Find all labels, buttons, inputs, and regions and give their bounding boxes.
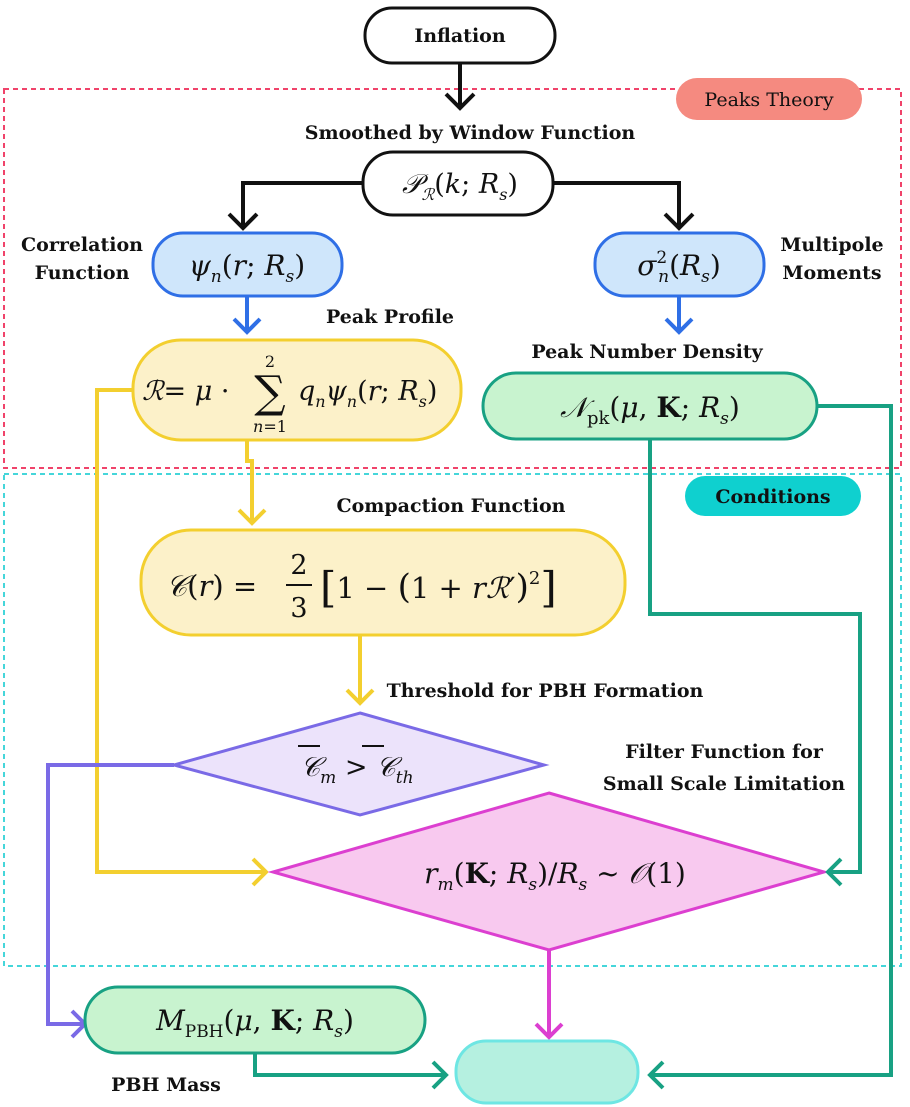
peak-profile-formula: ℛ= μ · bbox=[142, 376, 230, 407]
sum-lower-limit: n=1 bbox=[253, 417, 287, 436]
smoothed-label: Smoothed by Window Function bbox=[305, 122, 636, 144]
arrow-power-to-correlation bbox=[241, 181, 363, 225]
arrowhead-filter-teal bbox=[825, 857, 843, 887]
peak-profile-terms: qnψn(r; Rs) bbox=[298, 376, 437, 411]
compaction-formula-left: 𝒞(r) = bbox=[166, 569, 257, 603]
compaction-fraction-den: 3 bbox=[290, 593, 307, 624]
peak-profile-label: Peak Profile bbox=[326, 306, 454, 328]
threshold-decision bbox=[168, 711, 550, 817]
peaks-theory-title: Peaks Theory bbox=[704, 89, 833, 111]
arrowhead-result-right bbox=[647, 1060, 665, 1090]
arrowhead-multipole bbox=[663, 212, 695, 231]
correlation-label-line1: Correlation bbox=[21, 234, 143, 256]
threshold-formula: 𝒞m > 𝒞th bbox=[300, 752, 413, 788]
threshold-label: Threshold for PBH Formation bbox=[387, 680, 704, 702]
arrowhead-result-left bbox=[431, 1060, 449, 1090]
arrow-profile-to-compaction bbox=[245, 440, 254, 520]
conditions-title: Conditions bbox=[715, 486, 830, 508]
compaction-fraction-num: 2 bbox=[290, 550, 307, 581]
arrow-density-to-result bbox=[652, 404, 893, 1077]
peaks-theory-region bbox=[3, 88, 902, 469]
multipole-label-line1: Multipole bbox=[780, 234, 883, 256]
arrowhead-filter-yellow bbox=[251, 857, 269, 887]
correlation-label-line2: Function bbox=[35, 262, 130, 284]
peak-number-formula: 𝒩pk(μ, K; Rs) bbox=[560, 391, 740, 429]
inflation-label: Inflation bbox=[414, 25, 505, 47]
result-node bbox=[454, 1039, 640, 1105]
conditions-region bbox=[3, 473, 902, 967]
filter-label-line1: Filter Function for bbox=[625, 741, 824, 763]
arrow-profile-to-filter bbox=[95, 388, 264, 874]
arrowhead-threshold bbox=[345, 688, 375, 706]
filter-label-line2: Small Scale Limitation bbox=[603, 773, 845, 795]
arrowhead-compaction bbox=[237, 508, 267, 526]
compaction-node bbox=[139, 528, 627, 637]
arrow-mass-to-result bbox=[253, 1053, 444, 1077]
pbh-mass-label: PBH Mass bbox=[111, 1074, 221, 1096]
peaks-theory-badge bbox=[676, 78, 862, 120]
arrow-power-to-multipole bbox=[553, 181, 681, 225]
compaction-label: Compaction Function bbox=[337, 495, 566, 517]
arrowhead-result-top bbox=[534, 1022, 564, 1040]
sum-upper-limit: 2 bbox=[265, 352, 275, 371]
pbh-mass-formula: MPBH(μ, K; Rs) bbox=[155, 1004, 354, 1042]
multipole-label-line2: Moments bbox=[782, 262, 881, 284]
peak-number-label: Peak Number Density bbox=[531, 341, 763, 363]
arrow-density-to-filter bbox=[648, 439, 862, 874]
sum-sign: ∑ bbox=[254, 367, 285, 418]
arrow-threshold-to-mass bbox=[46, 763, 174, 1026]
compaction-formula-right: [1 − (1 + rℛ′)2] bbox=[320, 563, 557, 612]
arrowhead-density bbox=[664, 317, 694, 335]
arrowhead-correlation bbox=[227, 212, 259, 231]
correlation-formula: ψn(r; Rs) bbox=[189, 249, 305, 287]
conditions-badge bbox=[685, 476, 861, 516]
arrowhead-inflation bbox=[444, 92, 476, 111]
filter-formula: rm(K; Rs)/Rs ~ 𝒪(1) bbox=[424, 857, 686, 895]
arrowhead-profile bbox=[232, 317, 262, 335]
power-spectrum-formula: 𝒫ℛ(k; Rs) bbox=[402, 169, 518, 204]
